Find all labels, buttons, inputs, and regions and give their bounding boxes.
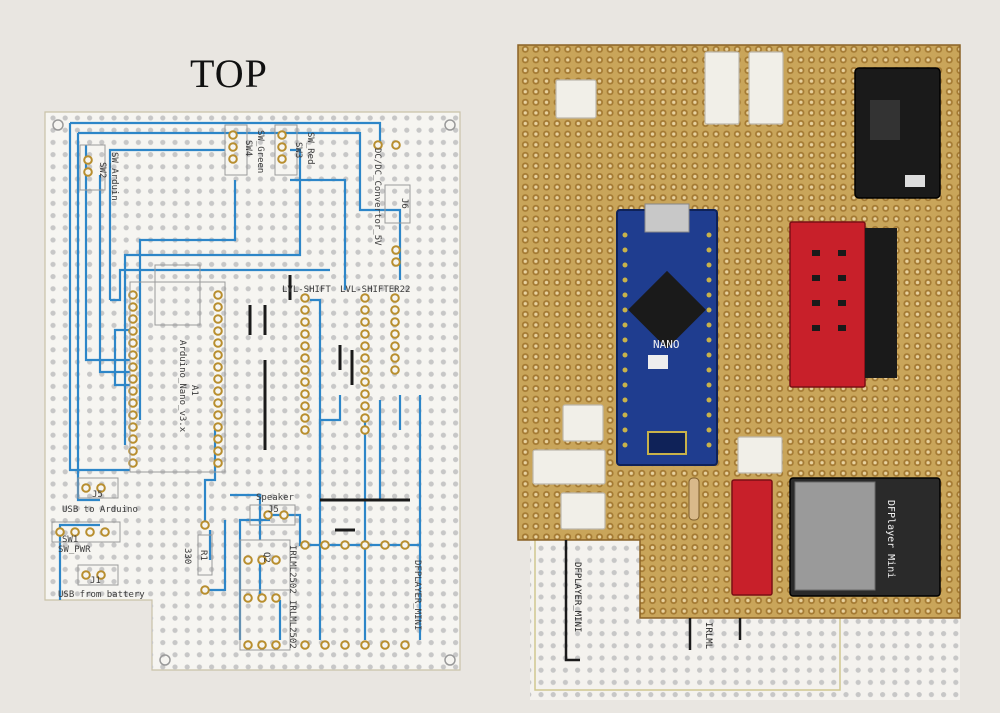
label-sw3: SW3 xyxy=(293,142,303,158)
schematic-printout: SW_Arduin SW2 SW_Green SW4 SW_Red SW3 DC… xyxy=(44,111,461,671)
dfplayer-silk-label: DFPlayer Mini xyxy=(885,500,896,578)
label-j5: J5 xyxy=(92,490,103,500)
assembled-board: NANO xyxy=(517,44,961,700)
label-sw-red: SW_Red xyxy=(305,132,315,165)
label-speaker: Speaker xyxy=(256,493,295,503)
label-usb-battery: USB from battery xyxy=(58,590,145,600)
label-irlml-1: IRLML2502 xyxy=(287,545,297,594)
board-irlml-silk: IRLML xyxy=(703,622,713,649)
label-sw1: SW1 xyxy=(62,535,78,545)
label-330: 330 xyxy=(182,548,192,564)
top-heading: TOP xyxy=(190,51,268,96)
label-j1: J1 xyxy=(90,576,101,586)
label-r1: R1 xyxy=(198,550,208,561)
label-sw-arduino: SW_Arduin xyxy=(109,152,119,201)
label-dcdc: DC/DC_Convertor_5V xyxy=(372,148,382,246)
label-lvl2: LVL-SHIFTER22 xyxy=(340,285,410,295)
label-q2: Q2 xyxy=(261,552,271,563)
nano-silk-label: NANO xyxy=(653,338,680,351)
label-irlml-2: IRLML2502 xyxy=(287,600,297,649)
label-j6: J6 xyxy=(399,198,409,209)
label-dfplayer: DFPLAYER_MINI xyxy=(412,560,422,630)
label-usb-arduino: USB to Arduino xyxy=(62,505,138,515)
label-sw-pwr: SW_PWR xyxy=(58,545,91,555)
arduino-nano-board: NANO xyxy=(616,203,718,466)
label-a1: A1 xyxy=(189,385,199,396)
label-nano: Arduino_Nano_v3.x xyxy=(177,340,187,433)
label-sw4: SW4 xyxy=(243,140,253,156)
label-j-spk: J5 xyxy=(268,505,279,515)
board-dfplayer-silk: DFPLAYER_MINI xyxy=(572,562,582,632)
label-sw-green: SW_Green xyxy=(255,130,265,173)
label-sw2: SW2 xyxy=(97,162,107,178)
label-lvl1: LVL-SHIFT xyxy=(282,285,331,295)
dfplayer-module: DFPlayer Mini xyxy=(789,477,941,597)
